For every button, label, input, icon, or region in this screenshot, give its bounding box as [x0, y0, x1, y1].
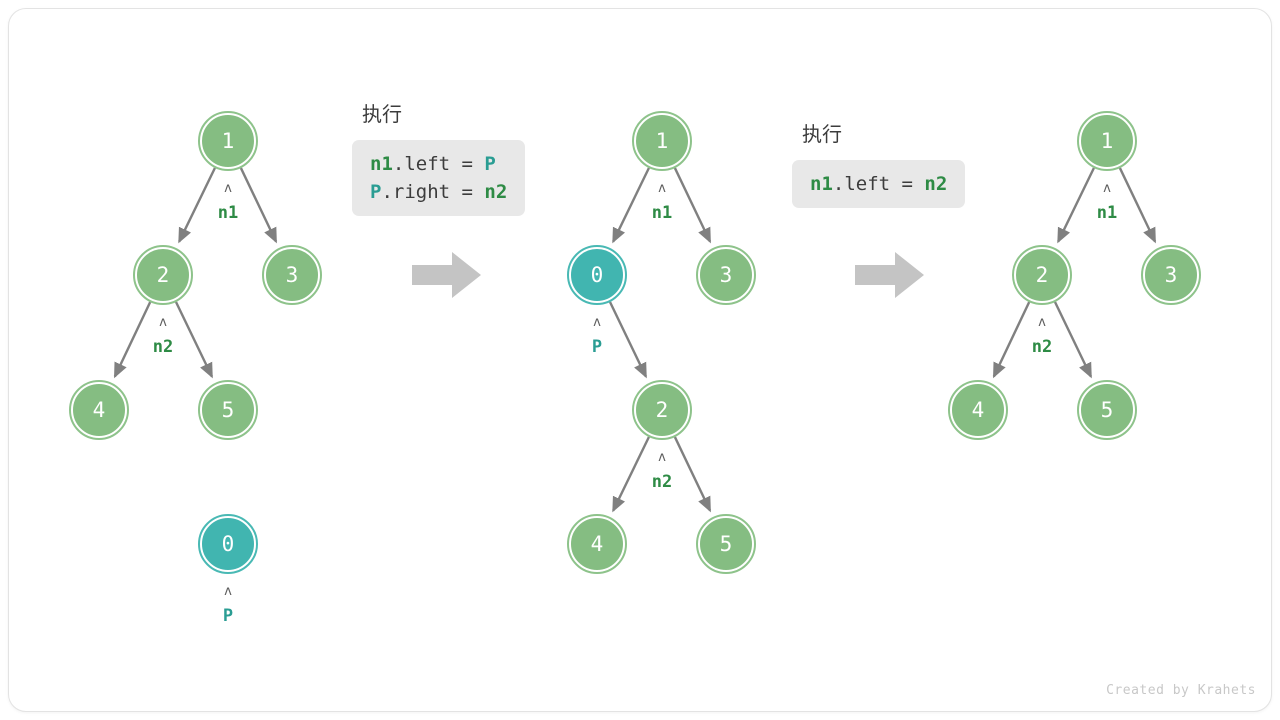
pointer-label-n2: ʌ n2: [133, 315, 193, 357]
code-line: n1.left = P: [370, 150, 507, 178]
watermark: Created by Krahets: [1106, 683, 1256, 698]
pointer-name: n1: [651, 203, 673, 223]
tree-node-value: 2: [1035, 262, 1049, 287]
step-2-code-block: n1.left = n2: [792, 160, 966, 208]
step-2-caption: 执行: [802, 124, 842, 146]
pointer-name: n2: [152, 337, 174, 357]
tree-node-4[interactable]: 4: [69, 380, 129, 440]
tree-node-value: 0: [221, 531, 235, 556]
code-token: P: [370, 181, 382, 203]
code-token: n2: [484, 181, 508, 203]
code-token: .right =: [381, 181, 485, 203]
tree-node-value: 2: [156, 262, 170, 287]
tree-node-4[interactable]: 4: [567, 514, 627, 574]
tree-node-3[interactable]: 3: [262, 245, 322, 305]
pointer-name: P: [222, 606, 234, 626]
caret-up-icon: ʌ: [1038, 315, 1046, 330]
pointer-label-n2: ʌ n2: [632, 450, 692, 492]
pointer-label-n1: ʌ n1: [198, 181, 258, 223]
caret-up-icon: ʌ: [159, 315, 167, 330]
pointer-label-n1: ʌ n1: [1077, 181, 1137, 223]
tree-node-4[interactable]: 4: [948, 380, 1008, 440]
tree-node-value: 1: [655, 128, 669, 153]
tree-node-1[interactable]: 1: [1077, 111, 1137, 171]
caret-up-icon: ʌ: [593, 315, 601, 330]
caret-up-icon: ʌ: [658, 181, 666, 196]
pointer-name: n2: [651, 472, 673, 492]
code-token: n1: [370, 153, 393, 175]
tree-node-2[interactable]: 2: [1012, 245, 1072, 305]
pointer-name: n2: [1031, 337, 1053, 357]
tree-node-value: 3: [1164, 262, 1178, 287]
pointer-name: n1: [1096, 203, 1118, 223]
tree-node-5[interactable]: 5: [198, 380, 258, 440]
caret-up-icon: ʌ: [1103, 181, 1111, 196]
code-line: P.right = n2: [370, 178, 507, 206]
pointer-label-n2: ʌ n2: [1012, 315, 1072, 357]
code-token: n2: [924, 173, 948, 195]
code-token: .left =: [832, 173, 925, 195]
tree-node-value: 0: [590, 262, 604, 287]
tree-node-value: 1: [221, 128, 235, 153]
tree-node-1[interactable]: 1: [198, 111, 258, 171]
tree-node-3[interactable]: 3: [1141, 245, 1201, 305]
code-token: .left =: [392, 153, 485, 175]
tree-node-value: 4: [92, 397, 106, 422]
tree-node-value: 2: [655, 397, 669, 422]
tree-node-5[interactable]: 5: [696, 514, 756, 574]
tree-node-value: 5: [1100, 397, 1114, 422]
tree-node-value: 5: [719, 531, 733, 556]
code-line: n1.left = n2: [810, 170, 947, 198]
pointer-name: P: [591, 337, 603, 357]
tree-node-3[interactable]: 3: [696, 245, 756, 305]
tree-node-value: 3: [285, 262, 299, 287]
code-token: n1: [810, 173, 833, 195]
tree-node-1[interactable]: 1: [632, 111, 692, 171]
pointer-name: n1: [217, 203, 239, 223]
tree-node-value: 4: [971, 397, 985, 422]
tree-node-value: 4: [590, 531, 604, 556]
step-1-caption: 执行: [362, 104, 402, 126]
tree-node-0[interactable]: 0: [567, 245, 627, 305]
tree-node-value: 3: [719, 262, 733, 287]
tree-node-value: 1: [1100, 128, 1114, 153]
code-token: P: [484, 153, 496, 175]
tree-node-5[interactable]: 5: [1077, 380, 1137, 440]
tree-node-2[interactable]: 2: [133, 245, 193, 305]
transition-arrow-1: [412, 252, 482, 298]
pointer-label-n1: ʌ n1: [632, 181, 692, 223]
tree-node-2[interactable]: 2: [632, 380, 692, 440]
transition-arrow-2: [855, 252, 925, 298]
caret-up-icon: ʌ: [658, 450, 666, 465]
caret-up-icon: ʌ: [224, 584, 232, 599]
tree-node-value: 5: [221, 397, 235, 422]
tree-node-0[interactable]: 0: [198, 514, 258, 574]
caret-up-icon: ʌ: [224, 181, 232, 196]
